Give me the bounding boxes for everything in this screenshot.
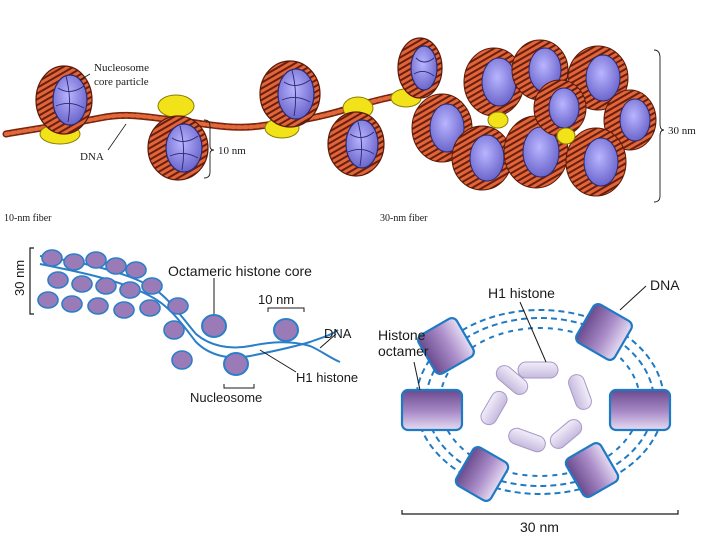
dna-leader — [319, 333, 337, 349]
nucleosome-core-particle — [327, 111, 385, 177]
h1-histone — [157, 94, 195, 118]
top-panel: Nucleosome core particle DNA 10 nm 30 nm… — [2, 37, 696, 224]
thirty-nm-bracket — [29, 247, 34, 315]
h1-histone-label: H1 histone — [296, 370, 358, 385]
bottom-left-panel: 30 nm — [12, 247, 358, 405]
h1-leader — [259, 349, 297, 373]
thirty-nm-label: 30 nm — [668, 125, 696, 137]
nucleosome-core-particle — [147, 115, 209, 181]
dna-label: DNA — [324, 326, 352, 341]
thirty-nm-fiber-cluster — [411, 39, 657, 197]
histone-label-line2: octamer — [378, 343, 429, 359]
thirty-nm-bracket — [401, 510, 679, 515]
fiber-30nm-label: 30-nm fiber — [380, 213, 428, 224]
fiber-10nm-label: 10-nm fiber — [4, 213, 52, 224]
ten-nm-label: 10 nm — [218, 145, 246, 157]
histone-octamer — [454, 446, 510, 502]
dna-label: DNA — [650, 277, 680, 293]
h1-histone-label: H1 histone — [488, 285, 555, 301]
ten-nm-label: 10 nm — [258, 292, 294, 307]
bottom-right-panel: H1 histone DNA Histone octamer 30 nm — [378, 277, 680, 535]
histone-octamer — [417, 317, 475, 375]
thirty-nm-label: 30 nm — [520, 519, 559, 535]
nucleosome — [273, 318, 299, 342]
thirty-nm-label: 30 nm — [12, 260, 27, 296]
dna-label: DNA — [80, 151, 104, 163]
nucleosome-label-line2: core particle — [94, 76, 149, 88]
nucleosome-cluster — [37, 249, 193, 370]
histone-octamer — [564, 442, 620, 498]
nucleosome-core-particle — [397, 37, 443, 99]
nucleosome — [223, 352, 249, 376]
h1-leader — [519, 301, 547, 363]
nucleosome-core-particle — [259, 60, 321, 128]
histone-octamer — [575, 303, 633, 361]
nucleosome-bracket — [223, 384, 255, 389]
linker-dna — [39, 255, 341, 363]
h1-histone-core — [480, 361, 592, 453]
octameric-histone-core — [201, 314, 227, 338]
octamer-leader — [413, 361, 421, 391]
histone-octamer — [608, 388, 672, 432]
thirty-nm-bracket — [653, 49, 665, 203]
histone-label-line1: Histone — [378, 327, 426, 343]
ten-nm-bracket — [203, 119, 215, 179]
dna-leader — [107, 123, 127, 151]
ten-nm-bracket — [267, 307, 305, 312]
nucleosome-label-line1: Nucleosome — [94, 62, 149, 74]
nucleosome-leader — [79, 73, 91, 81]
histone-octamer — [400, 388, 464, 432]
octameric-core-label: Octameric histone core — [168, 263, 312, 279]
nucleosome-core-particle — [35, 65, 93, 135]
nucleosome-label: Nucleosome — [190, 390, 262, 405]
dna-leader — [619, 285, 647, 311]
